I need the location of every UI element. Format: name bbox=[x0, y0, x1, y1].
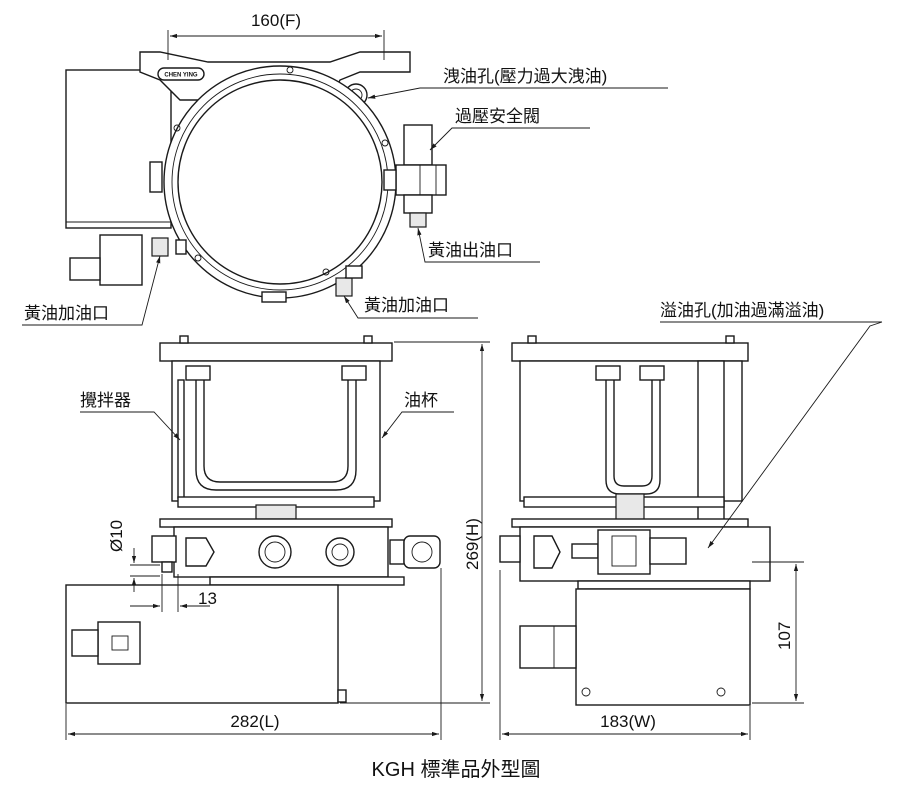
front-view: 攪拌器 油杯 Ø10 13 269(H) 282(L) bbox=[65, 335, 490, 740]
relief-valve-body bbox=[403, 124, 433, 166]
label-oil-cup: 油杯 bbox=[404, 391, 438, 410]
grease-inlet-left bbox=[151, 237, 169, 257]
label-grease-inlet-left: 黃油加油口 bbox=[24, 304, 109, 323]
dim-length: 282(L) bbox=[230, 712, 279, 731]
label-relief-valve: 過壓安全閥 bbox=[455, 107, 540, 126]
left-fitting-front bbox=[151, 535, 177, 563]
connector-side bbox=[519, 625, 577, 669]
relief-valve-front bbox=[403, 535, 441, 569]
overflow-tube bbox=[697, 360, 725, 522]
label-grease-outlet: 黃油出油口 bbox=[428, 241, 513, 260]
dim-offset: 13 bbox=[198, 589, 217, 608]
dim-side-height: 107 bbox=[775, 622, 794, 650]
top-view: CHEN YING 160(F bbox=[22, 11, 668, 326]
dim-width: 183(W) bbox=[600, 712, 656, 731]
drawing-caption: KGH 標準品外型圖 bbox=[372, 758, 541, 781]
label-vent-hole: 洩油孔(壓力過大洩油) bbox=[443, 67, 607, 86]
side-view: 溢油孔(加油過滿溢油) 107 183(W) bbox=[499, 301, 883, 740]
label-stirrer: 攪拌器 bbox=[80, 391, 131, 410]
brand-logo-plate bbox=[157, 67, 205, 81]
cup-lid-side bbox=[511, 342, 749, 362]
motor-box-top bbox=[65, 69, 172, 229]
motor-box-side bbox=[575, 588, 751, 706]
dim-diameter: Ø10 bbox=[107, 520, 126, 552]
dim-height: 269(H) bbox=[463, 518, 482, 570]
oil-cup-front bbox=[171, 360, 381, 502]
grease-inlet-bottom bbox=[335, 277, 353, 297]
brand-logo: CHEN YING bbox=[164, 73, 198, 79]
grease-outlet-fitting bbox=[409, 212, 427, 228]
solenoid-front bbox=[97, 621, 141, 665]
cup-lid-front bbox=[159, 342, 393, 362]
solenoid-top bbox=[99, 234, 143, 286]
dim-top-width: 160(F) bbox=[251, 11, 301, 30]
label-overflow-hole: 溢油孔(加油過滿溢油) bbox=[660, 301, 824, 320]
main-flange bbox=[163, 65, 397, 299]
label-grease-inlet-right: 黃油加油口 bbox=[364, 296, 449, 315]
